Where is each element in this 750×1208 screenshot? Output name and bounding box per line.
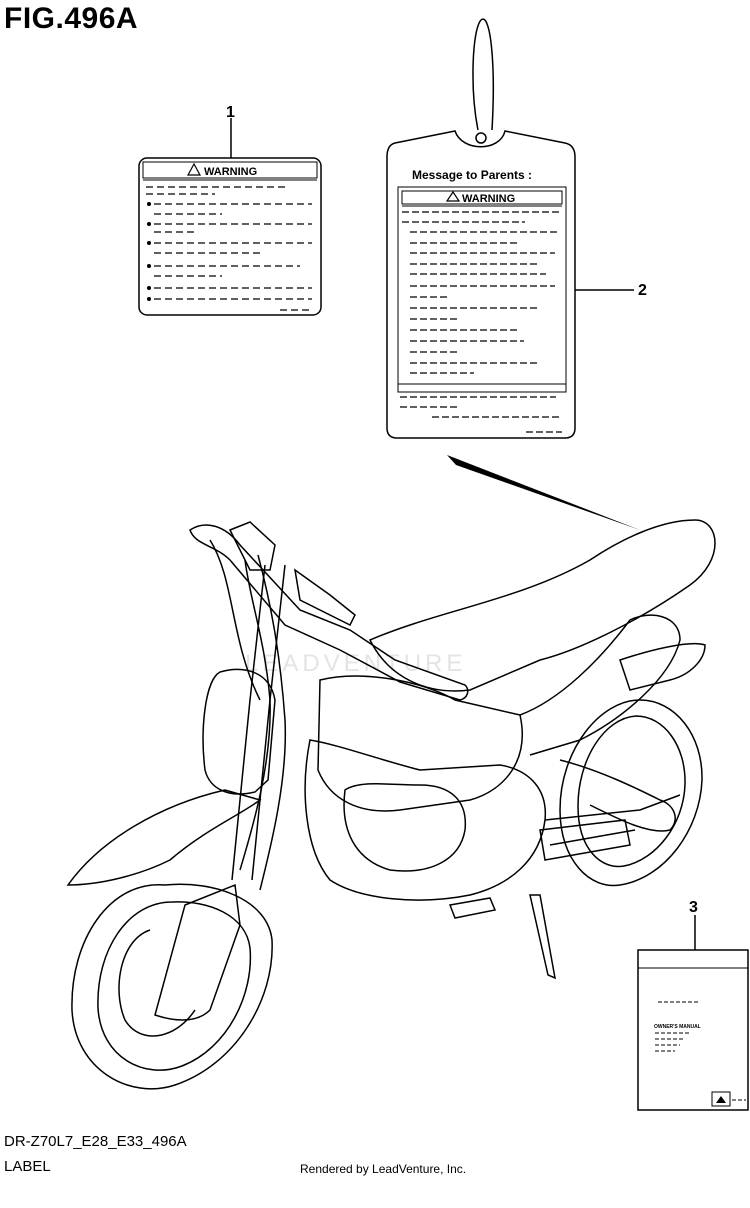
warning-label-1-outline	[138, 157, 322, 316]
parents-tag-label-2[interactable]	[386, 18, 634, 439]
warning-label-1[interactable]	[138, 118, 322, 316]
fuel-tank	[317, 675, 523, 812]
owners-manual-outline	[637, 949, 749, 1111]
warning-label-1-heading: WARNING	[204, 166, 257, 178]
callout-number-1: 1	[226, 104, 235, 121]
engine	[304, 739, 547, 901]
callout-number-3: 3	[689, 899, 698, 916]
callout-number-2: 2	[638, 282, 647, 299]
warning-triangle-icon	[445, 190, 461, 202]
diagram-code: DR-Z70L7_E28_E33_496A	[4, 1133, 187, 1150]
pointer-arrow	[447, 455, 640, 530]
warning-triangle-icon	[186, 162, 202, 176]
number-plate	[202, 668, 276, 795]
kickstand	[529, 894, 556, 980]
rear-wheel	[559, 699, 703, 887]
parents-tag-outline	[386, 130, 576, 439]
owners-manual-label-3[interactable]	[637, 915, 749, 1111]
seat	[368, 519, 716, 692]
parents-tag-warning-box	[397, 186, 567, 393]
manual-logo-box	[711, 1091, 731, 1107]
motorcycle-drawing	[66, 519, 716, 1090]
tag-string-loop	[472, 18, 494, 131]
manual-logo-icon	[716, 1096, 726, 1103]
watermark-text: LEADVENTURE	[245, 650, 467, 677]
front-wheel	[71, 883, 273, 1090]
front-fender	[66, 789, 262, 886]
front-fork	[231, 564, 286, 881]
parents-tag-heading: WARNING	[462, 193, 515, 205]
owners-manual-heading: OWNER'S MANUAL	[654, 1024, 701, 1030]
diagram-name: LABEL	[4, 1158, 51, 1175]
figure-title: FIG.496A	[4, 2, 139, 35]
warning-label-1-header-box	[142, 161, 318, 179]
parents-tag-title: Message to Parents :	[412, 168, 532, 182]
handlebar	[189, 524, 469, 701]
render-credit: Rendered by LeadVenture, Inc.	[300, 1162, 467, 1176]
tag-hole	[475, 132, 487, 144]
